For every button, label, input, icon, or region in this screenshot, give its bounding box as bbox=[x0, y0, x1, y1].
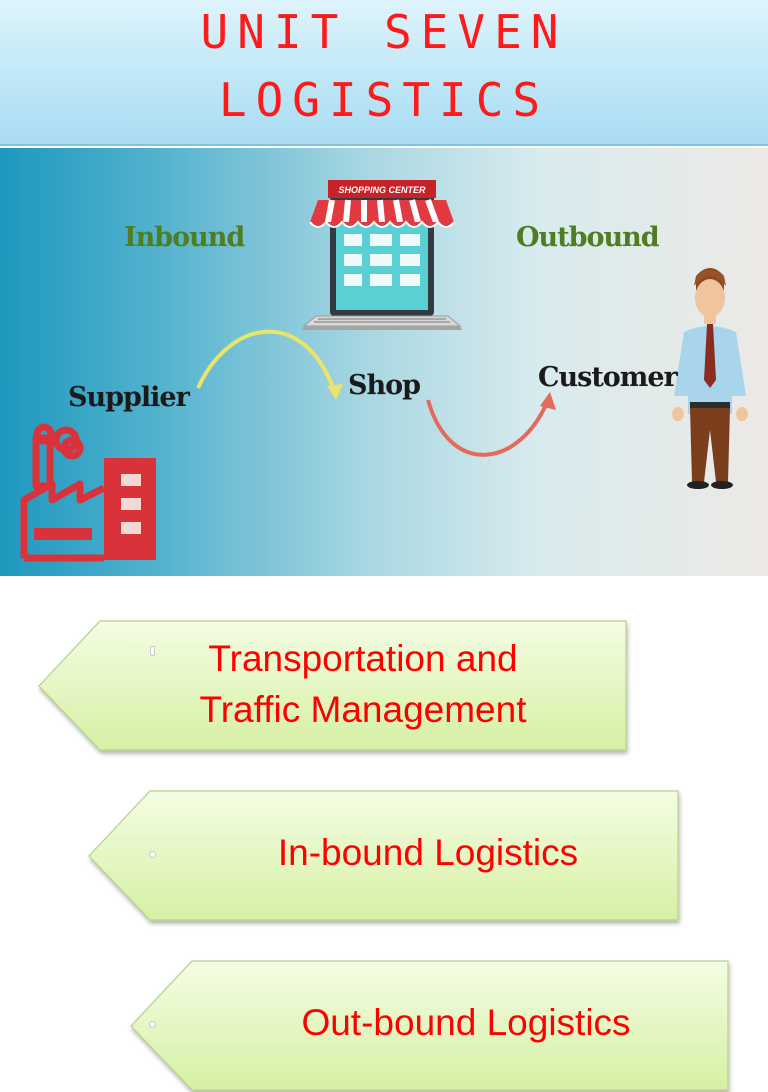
logistics-item-inbound: In-bound Logistics bbox=[88, 790, 680, 922]
factory-icon bbox=[20, 423, 156, 562]
laptop-shop-icon: SHOPPING CENTER bbox=[302, 180, 462, 330]
customer-person-icon bbox=[672, 268, 748, 489]
item-label-line-1: Transportation and Traffic Management bbox=[199, 638, 527, 730]
slide-title-line-2: LOGISTICS bbox=[218, 73, 550, 127]
item-label: Transportation and Traffic Management bbox=[133, 633, 593, 735]
diagram-illustration: SHOPPING CENTER bbox=[20, 180, 748, 562]
bullet-point bbox=[149, 851, 156, 858]
slide-title-line-1: UNIT SEVEN bbox=[200, 5, 568, 59]
arrow-shape bbox=[38, 620, 627, 751]
logistics-item-transportation: Transportation and Traffic Management bbox=[38, 620, 628, 752]
outbound-label: Outbound bbox=[516, 222, 660, 253]
customer-label: Customer bbox=[538, 362, 678, 393]
shop-label: Shop bbox=[348, 370, 421, 401]
inbound-label: Inbound bbox=[124, 222, 245, 253]
logistics-diagram: SHOPPING CENTER bbox=[0, 148, 768, 576]
shopping-center-sign: SHOPPING CENTER bbox=[338, 185, 426, 195]
arrow-shape bbox=[88, 790, 679, 921]
item-label: Out-bound Logistics bbox=[301, 1002, 631, 1043]
outbound-arrow bbox=[426, 392, 556, 457]
item-label: In-bound Logistics bbox=[277, 832, 579, 873]
inbound-arrow bbox=[196, 329, 343, 400]
supplier-label: Supplier bbox=[68, 382, 190, 413]
title-banner: UNIT SEVEN LOGISTICS bbox=[0, 0, 768, 146]
logistics-item-outbound: Out-bound Logistics bbox=[130, 960, 730, 1092]
bullet-point bbox=[149, 1021, 156, 1028]
bullet-point bbox=[150, 646, 155, 656]
